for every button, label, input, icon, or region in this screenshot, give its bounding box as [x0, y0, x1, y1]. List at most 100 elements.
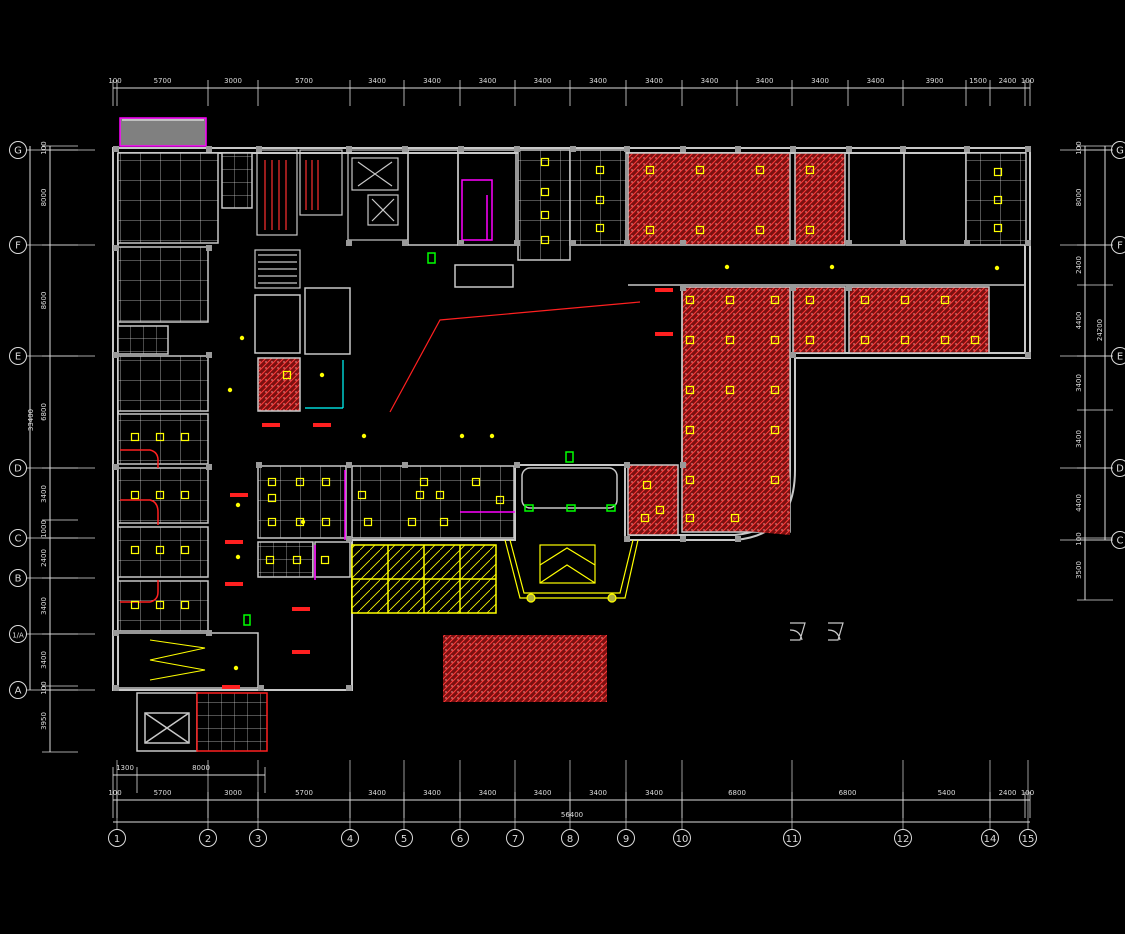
column-mark — [113, 685, 119, 691]
top-dim-label: 100 — [1021, 77, 1034, 85]
bottom-dim-2-label: 3400 — [368, 789, 386, 797]
bottom-dim-2-label: 2400 — [999, 789, 1017, 797]
red-tag — [313, 423, 331, 427]
axis-bubble-label: D — [1116, 464, 1124, 475]
left-dim-label: 1000 — [40, 520, 48, 538]
cyan-accents — [305, 360, 343, 408]
spot-light — [240, 336, 244, 340]
column-mark — [346, 240, 352, 246]
spot-light — [995, 266, 999, 270]
top-dim-label: 3400 — [423, 77, 441, 85]
column-mark — [346, 146, 352, 152]
stair-bottom-left — [118, 633, 267, 751]
left-dim-label: 100 — [40, 141, 48, 154]
column-mark — [790, 146, 796, 152]
axis-bubble-label: 4 — [347, 834, 353, 845]
axis-bubble-label: E — [15, 352, 21, 363]
red-tag — [222, 685, 240, 689]
top-dim-label: 3400 — [756, 77, 774, 85]
red-tag — [292, 650, 310, 654]
right-dim-label: 4400 — [1075, 312, 1083, 330]
axis-bubble-label: 1 — [114, 834, 120, 845]
axis-bubble-label: 15 — [1022, 834, 1035, 845]
column-mark — [458, 240, 464, 246]
bottom-dim-2-label: 3400 — [645, 789, 663, 797]
axis-bubble-label: A — [15, 686, 22, 697]
red-tag — [262, 423, 280, 427]
total-left-label: 33400 — [27, 409, 35, 431]
right-dim-label: 3400 — [1075, 374, 1083, 392]
axis-bubble-label: 11 — [786, 834, 799, 845]
column-mark — [964, 240, 970, 246]
column-mark — [964, 146, 970, 152]
column-mark — [1025, 352, 1031, 358]
column-mark — [846, 240, 852, 246]
axis-bubble-label: F — [1117, 241, 1123, 252]
column-mark — [680, 240, 686, 246]
axis-bubble-label: 12 — [897, 834, 910, 845]
axis-bubble-label: 3 — [255, 834, 261, 845]
column-mark — [258, 685, 264, 691]
column-mark — [514, 240, 520, 246]
spot-light — [362, 434, 366, 438]
column-mark — [206, 146, 212, 152]
column-mark — [256, 146, 262, 152]
axis-bubble-label: C — [15, 534, 22, 545]
red-tag — [225, 540, 243, 544]
bottom-dim-2-label: 6800 — [839, 789, 857, 797]
column-mark — [402, 146, 408, 152]
column-mark — [624, 536, 630, 542]
spot-light — [228, 388, 232, 392]
spot-light — [830, 265, 834, 269]
left-dim-label: 3950 — [40, 712, 48, 730]
top-dim-label: 100 — [108, 77, 121, 85]
bottom-dim-2-label: 6800 — [728, 789, 746, 797]
axis-bubble-label: 10 — [676, 834, 689, 845]
center-rooms — [255, 150, 626, 354]
column-mark — [113, 352, 119, 358]
right-dim-label: 2400 — [1075, 256, 1083, 274]
top-dim-label: 2400 — [999, 77, 1017, 85]
column-mark — [680, 285, 686, 291]
column-mark — [790, 285, 796, 291]
red-guideline — [390, 302, 640, 412]
axis-bubble-label: 5 — [401, 834, 407, 845]
bottom-dim-2-label: 3000 — [224, 789, 242, 797]
column-mark — [790, 240, 796, 246]
column-mark — [1025, 146, 1031, 152]
spot-light — [234, 666, 238, 670]
total-right-label: 24200 — [1096, 319, 1104, 341]
top-dim-label: 3400 — [645, 77, 663, 85]
top-dim-label: 5700 — [295, 77, 313, 85]
spot-light — [320, 373, 324, 377]
door-symbols — [790, 623, 843, 640]
left-dim-label: 3400 — [40, 485, 48, 503]
column-mark — [514, 462, 520, 468]
spot-light — [301, 520, 305, 524]
right-dim-label: 3400 — [1075, 430, 1083, 448]
column-mark — [900, 146, 906, 152]
stairs-upper — [255, 150, 342, 288]
red-tag — [655, 332, 673, 336]
top-dim-label: 1500 — [969, 77, 987, 85]
column-mark — [113, 464, 119, 470]
column-mark — [624, 240, 630, 246]
right-dim-label: 8000 — [1075, 189, 1083, 207]
left-dimension-line: 1008000860068003400100024003400340010039… — [27, 141, 78, 752]
axis-bubble-label: C — [1117, 536, 1124, 547]
axis-bubble-label: G — [1116, 146, 1124, 157]
top-dim-label: 3400 — [368, 77, 386, 85]
column-mark — [514, 146, 520, 152]
left-wing-rooms — [118, 153, 252, 631]
top-dim-label: 3400 — [479, 77, 497, 85]
spot-light — [236, 503, 240, 507]
bottom-dim-2-label: 3400 — [479, 789, 497, 797]
left-dim-label: 100 — [40, 681, 48, 694]
fixture-icon — [322, 557, 329, 564]
